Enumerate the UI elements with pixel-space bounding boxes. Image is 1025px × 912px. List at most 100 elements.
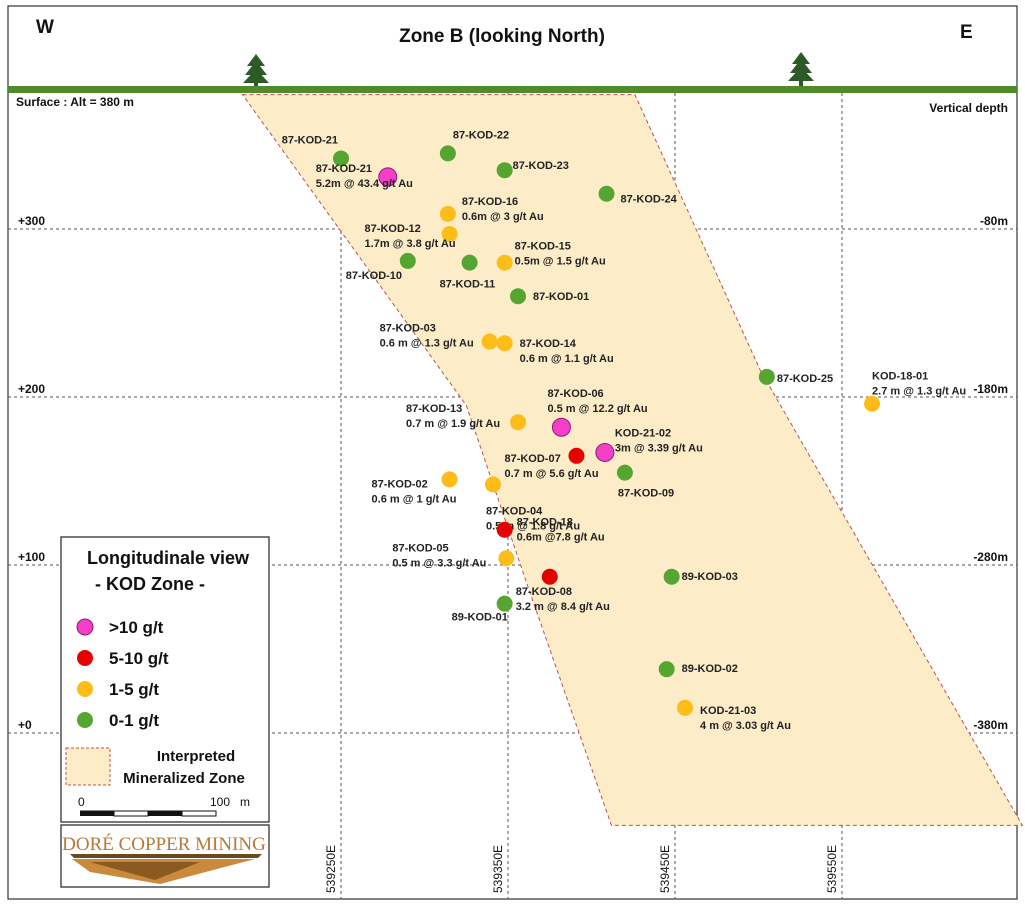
altitude-tick-label: +0 <box>18 718 32 732</box>
drillhole-marker <box>441 226 458 243</box>
drillhole-id: 87-KOD-09 <box>618 488 674 500</box>
drillhole: 87-KOD-180.6m @7.8 g/t Au <box>496 517 605 544</box>
drillhole-marker <box>481 333 498 350</box>
legend-item-label: 1-5 g/t <box>109 680 159 699</box>
drillhole-marker <box>496 254 513 271</box>
legend-item-label: >10 g/t <box>109 618 164 637</box>
drillhole-id: 87-KOD-12 <box>365 223 421 235</box>
easting-tick-label: 539550E <box>825 845 839 893</box>
diagram-title: Zone B (looking North) <box>399 26 605 47</box>
drillhole: 87-KOD-01 <box>510 288 589 305</box>
drillhole-marker <box>378 167 398 187</box>
easting-tick-label: 539250E <box>324 845 338 893</box>
west-label: W <box>36 17 54 38</box>
drillhole: 87-KOD-13 0.7 m @ 1.9 g/t Au <box>406 403 527 431</box>
drillhole-grade: 0.5m @ 1.5 g/t Au <box>515 256 606 268</box>
legend-zone-swatch <box>65 747 111 786</box>
drillhole: KOD-18-01 2.7 m @ 1.3 g/t Au <box>864 371 966 412</box>
scale-bar: 0 100 m <box>78 795 250 817</box>
drillhole-grade: 1.7m @ 3.8 g/t Au <box>365 238 456 250</box>
easting-tick-label: 539350E <box>491 845 505 893</box>
drillhole: 87-KOD-03 0.6 m @ 1.3 g/t Au <box>380 323 498 350</box>
legend-swatch <box>77 650 93 666</box>
drillhole: 87-KOD-09 <box>616 464 674 500</box>
drillhole-grade: 0.6m @ 3 g/t Au <box>462 211 544 223</box>
drillhole-id: 87-KOD-08 <box>516 586 572 598</box>
drillhole-grade: 0.7 m @ 1.9 g/t Au <box>406 418 500 430</box>
drillhole: 89-KOD-01 <box>452 595 513 624</box>
depth-tick-label: -380m <box>973 718 1008 732</box>
drillhole-id: 87-KOD-04 <box>486 505 543 517</box>
drillhole-marker <box>484 476 501 493</box>
drillhole-id: 87-KOD-13 <box>406 403 462 415</box>
drillhole: 87-KOD-05 0.5 m @ 3.3 g/t Au <box>392 542 515 569</box>
altitude-tick-label: +200 <box>18 382 45 396</box>
drillhole: 87-KOD-020.6 m @ 1 g/t Au <box>372 471 458 505</box>
drillhole: 87-KOD-14 0.6 m @ 1.1 g/t Au <box>496 335 614 365</box>
drillhole-grade: 0.5 m @ 3.3 g/t Au <box>392 557 486 569</box>
drillhole: 87-KOD-15 0.5m @ 1.5 g/t Au <box>496 241 606 271</box>
drillhole-id: 87-KOD-06 <box>547 388 603 400</box>
legend-items: >10 g/t5-10 g/t1-5 g/t0-1 g/t <box>76 618 169 730</box>
drillhole-grade: 0.7 m @ 5.6 g/t Au <box>504 468 598 480</box>
drillhole-marker <box>758 368 775 385</box>
drillhole-id: 87-KOD-24 <box>621 194 678 206</box>
surface-label: Surface : Alt = 380 m <box>16 95 134 109</box>
east-label: E <box>960 22 973 43</box>
mineralized-zone <box>241 94 1024 826</box>
drillhole-grade: 5.2m @ 43.4 g/t Au <box>316 178 413 190</box>
tree-icon <box>243 54 269 88</box>
drillhole-marker <box>510 414 527 431</box>
vertical-depth-label: Vertical depth <box>929 101 1008 115</box>
drillhole-grade: 0.6 m @ 1.1 g/t Au <box>520 353 614 365</box>
legend-zone-line2: Mineralized Zone <box>123 770 245 787</box>
ground-surface <box>8 86 1017 93</box>
legend-subtitle: - KOD Zone - <box>95 574 205 594</box>
drillhole-id: 87-KOD-05 <box>392 542 448 554</box>
drillhole-id: 87-KOD-15 <box>515 241 571 253</box>
company-logo: DORÉ COPPER MINING <box>60 824 270 888</box>
legend-zone-line1: Interpreted <box>157 748 235 765</box>
drillhole-marker <box>541 568 558 585</box>
drillhole: KOD-21-034 m @ 3.03 g/t Au <box>677 699 791 732</box>
drillhole-id: 87-KOD-21 <box>316 163 372 175</box>
drillhole-id: 87-KOD-03 <box>380 323 436 335</box>
drillhole-id: 87-KOD-25 <box>777 373 833 385</box>
drillhole-id: 87-KOD-23 <box>513 160 569 172</box>
legend-swatch <box>77 712 93 728</box>
drillhole-id: 87-KOD-10 <box>346 270 402 282</box>
legend: Longitudinale view - KOD Zone - >10 g/t5… <box>60 536 270 823</box>
drillhole-marker <box>616 464 633 481</box>
drillhole-id: 89-KOD-01 <box>452 612 508 624</box>
drillhole: 87-KOD-083.2 m @ 8.4 g/t Au <box>516 568 610 613</box>
drillhole-marker <box>510 288 527 305</box>
drillhole-id: KOD-18-01 <box>872 371 928 383</box>
drillhole-marker <box>677 699 694 716</box>
drillhole-marker <box>439 145 456 162</box>
drillhole: 87-KOD-22 <box>439 129 509 162</box>
drillhole-grade: 2.7 m @ 1.3 g/t Au <box>872 386 966 398</box>
drillhole: 89-KOD-03 <box>663 568 738 585</box>
drillhole-id: 87-KOD-18 <box>517 517 573 529</box>
depth-tick-label: -80m <box>980 214 1008 228</box>
drillhole-id: 89-KOD-03 <box>682 571 738 583</box>
drillhole-id: 87-KOD-21 <box>282 134 338 146</box>
drillhole-id: 87-KOD-14 <box>520 338 577 350</box>
drillhole-id: 89-KOD-02 <box>682 663 738 675</box>
legend-swatch <box>76 618 94 636</box>
altitude-tick-label: +300 <box>18 214 45 228</box>
drillhole-id: 87-KOD-07 <box>504 453 560 465</box>
depth-tick-label: -280m <box>973 550 1008 564</box>
scale-end: 100 <box>210 795 230 809</box>
legend-item-label: 0-1 g/t <box>109 711 159 730</box>
drillhole-marker <box>551 417 571 437</box>
drillhole: 89-KOD-02 <box>658 661 738 678</box>
drillhole-marker <box>333 150 349 167</box>
drillhole-marker <box>496 521 513 538</box>
drillhole-marker <box>663 568 680 585</box>
mineralized-zone-polygon <box>241 94 1024 826</box>
drillhole-grade: 0.6 m @ 1.3 g/t Au <box>380 338 474 350</box>
drillhole: 87-KOD-24 <box>598 185 678 206</box>
drillhole-marker <box>595 442 615 462</box>
